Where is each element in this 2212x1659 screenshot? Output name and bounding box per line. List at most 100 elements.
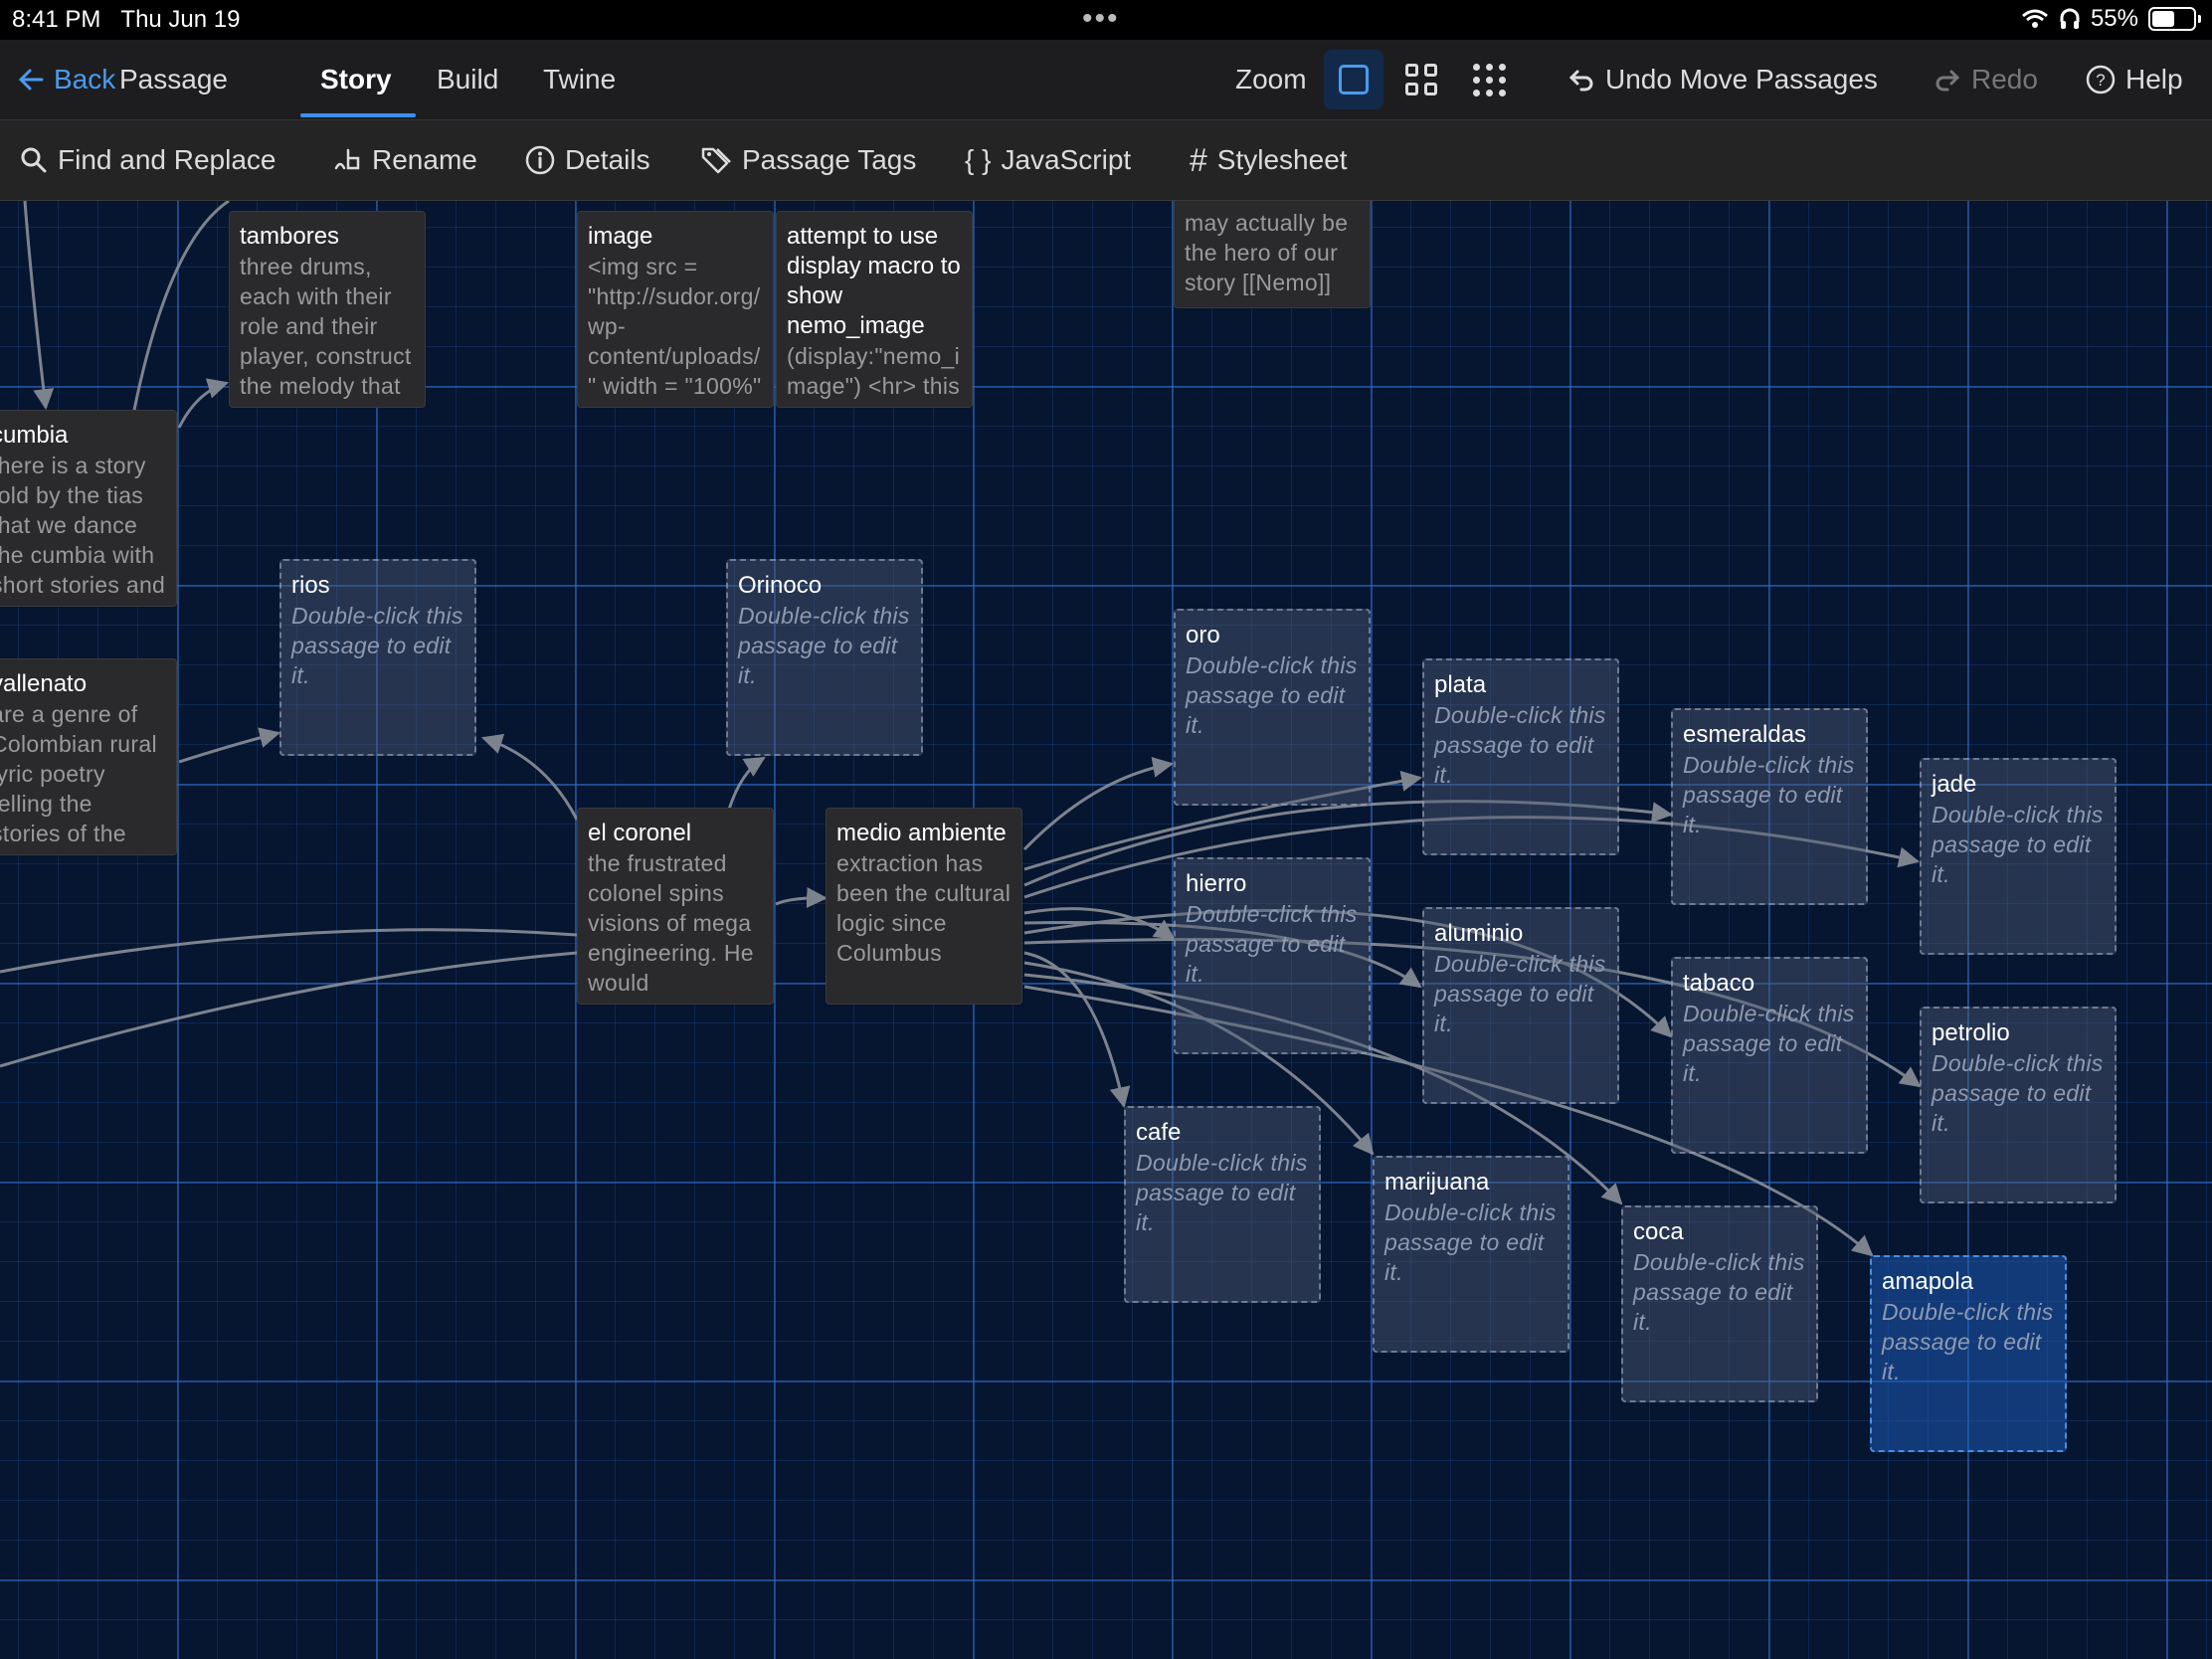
tab-twine[interactable]: Twine <box>543 64 617 94</box>
back-button[interactable]: Back <box>18 40 115 119</box>
passage-attempt-display-macro[interactable]: attempt to use display macro to show nem… <box>776 211 973 408</box>
battery-icon <box>2148 7 2201 31</box>
passage-title: el coronel <box>588 820 692 846</box>
rename-icon <box>334 148 360 170</box>
passage-excerpt: (display:"nemo_image") <hr> this is a te… <box>787 343 961 407</box>
top-nav: Back Passage Story Build Twine Zoom Undo… <box>0 40 2212 120</box>
passage-petrolio[interactable]: petrolio Double-click this passage to ed… <box>1920 1007 2117 1203</box>
passage-tabaco[interactable]: tabaco Double-click this passage to edit… <box>1671 957 1868 1154</box>
tab-passage[interactable]: Passage <box>119 64 228 94</box>
rename-label: Rename <box>372 144 477 175</box>
undo-button[interactable]: Undo Move Passages <box>1567 40 1878 119</box>
passage-title: esmeraldas <box>1683 721 1807 748</box>
passage-coca[interactable]: coca Double-click this passage to edit i… <box>1621 1205 1818 1402</box>
tags-icon <box>701 147 731 174</box>
stylesheet-button[interactable]: # Stylesheet <box>1190 120 1348 200</box>
redo-button[interactable]: Redo <box>1934 40 2038 119</box>
details-label: Details <box>565 144 650 175</box>
passage-rios[interactable]: rios Double-click this passage to edit i… <box>279 559 476 756</box>
passage-title: amapola <box>1882 1268 1974 1295</box>
passage-links <box>0 201 1922 1257</box>
passage-image[interactable]: image <img src = "http://sudor.org/wp-co… <box>577 211 774 408</box>
story-map[interactable]: cumbia there is a story told by the tias… <box>0 201 2212 1659</box>
passage-excerpt: Double-click this passage to edit it. <box>1434 702 1606 788</box>
help-button[interactable]: ? Help <box>2086 40 2183 119</box>
status-time: 8:41 PM Thu Jun 19 <box>12 6 241 33</box>
passage-orinoco[interactable]: Orinoco Double-click this passage to edi… <box>726 559 923 756</box>
undo-label: Undo Move Passages <box>1605 64 1878 94</box>
grid-4-icon <box>1405 64 1437 95</box>
passage-title: image <box>588 223 653 250</box>
passage-title: jade <box>1932 771 1977 798</box>
passage-excerpt: Double-click this passage to edit it. <box>1186 652 1358 738</box>
redo-label: Redo <box>1971 64 2038 94</box>
passage-excerpt: the frustrated colonel spins visions of … <box>588 850 754 996</box>
help-icon: ? <box>2086 65 2116 94</box>
zoom-30-button[interactable] <box>1459 50 1519 109</box>
passage-cafe[interactable]: cafe Double-click this passage to edit i… <box>1124 1106 1321 1303</box>
passage-excerpt: extraction has been the cultural logic s… <box>836 850 1012 966</box>
rename-button[interactable]: Rename <box>332 120 477 200</box>
passage-oro[interactable]: oro Double-click this passage to edit it… <box>1174 609 1371 806</box>
passage-excerpt: Double-click this passage to edit it. <box>1633 1249 1805 1335</box>
passage-excerpt: three drums, each with their role and th… <box>240 254 412 399</box>
tab-build[interactable]: Build <box>437 64 499 94</box>
javascript-label: JavaScript <box>1001 144 1132 175</box>
passage-title: Orinoco <box>738 572 823 599</box>
passage-medio-ambiente[interactable]: medio ambiente extraction has been the c… <box>826 808 1022 1005</box>
passage-hierro[interactable]: hierro Double-click this passage to edit… <box>1174 857 1371 1054</box>
undo-icon <box>1568 70 1593 92</box>
help-label: Help <box>2125 64 2183 94</box>
passage-marijuana[interactable]: marijuana Double-click this passage to e… <box>1373 1156 1569 1353</box>
passage-plata[interactable]: plata Double-click this passage to edit … <box>1422 658 1619 855</box>
passage-cumbia[interactable]: cumbia there is a story told by the tias… <box>0 410 177 607</box>
headphones-icon <box>2060 8 2080 29</box>
passage-excerpt: there is a story told by the tias that w… <box>0 453 166 598</box>
passage-excerpt: Double-click this passage to edit it. <box>1186 901 1358 987</box>
passage-excerpt: Double-click this passage to edit it. <box>1384 1199 1557 1285</box>
status-right: 55% <box>2021 5 2201 33</box>
passage-excerpt: Double-click this passage to edit it. <box>1932 802 2104 887</box>
passage-excerpt: Double-click this passage to edit it. <box>291 603 463 688</box>
stylesheet-label: Stylesheet <box>1216 144 1348 175</box>
find-replace-button[interactable]: Find and Replace <box>20 120 276 200</box>
passage-title: hierro <box>1186 870 1247 897</box>
passage-title: oro <box>1186 622 1220 648</box>
passage-esmeraldas[interactable]: esmeraldas Double-click this passage to … <box>1671 708 1868 905</box>
passage-title: medio ambiente <box>836 820 1007 846</box>
multitask-dots-icon[interactable]: ••• <box>1082 2 1120 35</box>
passage-el-coronel[interactable]: el coronel the frustrated colonel spins … <box>577 808 774 1005</box>
passage-title: vallenato <box>0 670 88 697</box>
passage-tags-label: Passage Tags <box>742 144 917 175</box>
redo-icon <box>1936 70 1960 92</box>
passage-excerpt: named Conchita may actually be the hero … <box>1185 201 1355 295</box>
passage-conchita[interactable]: named Conchita may actually be the hero … <box>1174 201 1371 308</box>
active-tab-indicator <box>300 113 416 117</box>
braces-icon: { } <box>965 144 992 175</box>
arrow-left-icon <box>18 69 44 91</box>
passage-excerpt: are a genre of Colombian rural lyric poe… <box>0 701 157 854</box>
passage-jade[interactable]: jade Double-click this passage to edit i… <box>1920 758 2117 955</box>
zoom-100-button[interactable] <box>1324 50 1383 109</box>
passage-aluminio[interactable]: aluminio Double-click this passage to ed… <box>1422 907 1619 1104</box>
passage-excerpt: Double-click this passage to edit it. <box>738 603 910 688</box>
tab-story[interactable]: Story <box>320 64 392 94</box>
passage-excerpt: Double-click this passage to edit it. <box>1683 752 1855 837</box>
passage-title: rios <box>291 572 330 599</box>
passage-amapola[interactable]: amapola Double-click this passage to edi… <box>1870 1255 2067 1452</box>
passage-title: petrolio <box>1932 1019 2010 1046</box>
passage-title: tambores <box>240 223 340 250</box>
wifi-icon <box>2021 9 2048 28</box>
passage-excerpt: Double-click this passage to edit it. <box>1932 1050 2104 1136</box>
passage-excerpt: Double-click this passage to edit it. <box>1136 1150 1308 1235</box>
single-square-icon <box>1339 65 1369 94</box>
zoom-60-button[interactable] <box>1391 50 1451 109</box>
passage-vallenato[interactable]: vallenato are a genre of Colombian rural… <box>0 658 177 855</box>
svg-text:?: ? <box>2096 71 2105 90</box>
passage-tambores[interactable]: tambores three drums, each with their ro… <box>229 211 426 408</box>
details-button[interactable]: Details <box>525 120 650 200</box>
javascript-button[interactable]: { } JavaScript <box>965 120 1131 200</box>
passage-tags-button[interactable]: Passage Tags <box>700 120 916 200</box>
grid-9-icon <box>1472 63 1506 96</box>
passage-excerpt: Double-click this passage to edit it. <box>1882 1299 2054 1384</box>
